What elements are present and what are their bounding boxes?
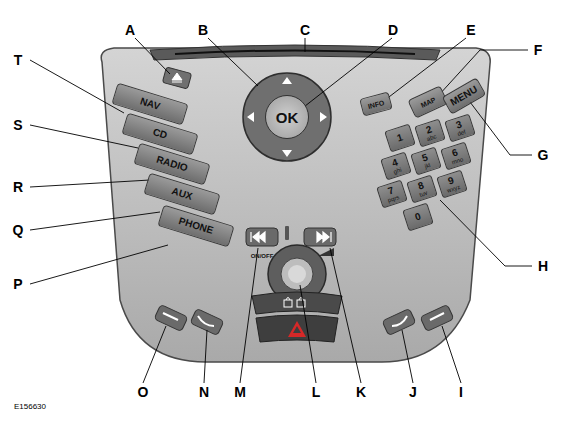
figure-id: E156630 (14, 403, 46, 411)
callout-letter: K (356, 385, 366, 399)
callout-letter: Q (13, 223, 24, 237)
callout-letter: C (300, 23, 310, 37)
key-letters: tuv (419, 190, 428, 198)
callout-letter: P (13, 277, 22, 291)
key-letters: def (457, 129, 467, 137)
callout-letter: M (234, 385, 246, 399)
callout-letter: L (312, 385, 321, 399)
key-letters: jkl (424, 162, 431, 169)
callout-letter: J (409, 385, 417, 399)
button-text: CD (152, 127, 169, 141)
button-text: 1 (396, 132, 404, 143)
callout-letter: O (138, 385, 149, 399)
callout-letter: N (199, 385, 209, 399)
key-letters: abc (426, 133, 437, 142)
button-text: NAV (139, 96, 161, 112)
callout-letter: E (466, 23, 475, 37)
panel-marking: ON/OFF (251, 253, 274, 259)
button-text: 0 (414, 211, 422, 222)
button-text: MAP (419, 96, 436, 109)
key-letters: ghi (393, 167, 402, 175)
button-text: OK (276, 110, 299, 125)
key-letters: wxyz (446, 184, 461, 194)
callout-letter: R (13, 180, 23, 194)
button-text: RADIO (155, 155, 189, 174)
callout-letter: S (13, 118, 22, 132)
callout-letter: F (534, 43, 543, 57)
callout-letter: H (538, 259, 548, 273)
callout-letter: B (198, 23, 208, 37)
button-text: AUX (170, 186, 193, 202)
callout-letter: A (125, 23, 135, 37)
button-text: PHONE (178, 216, 215, 236)
callout-letter: I (459, 385, 463, 399)
callout-letter: T (14, 53, 23, 67)
ok-button: OK (265, 95, 309, 139)
callout-letter: G (538, 148, 549, 162)
callout-letter: D (388, 23, 398, 37)
button-text: INFO (367, 98, 385, 109)
